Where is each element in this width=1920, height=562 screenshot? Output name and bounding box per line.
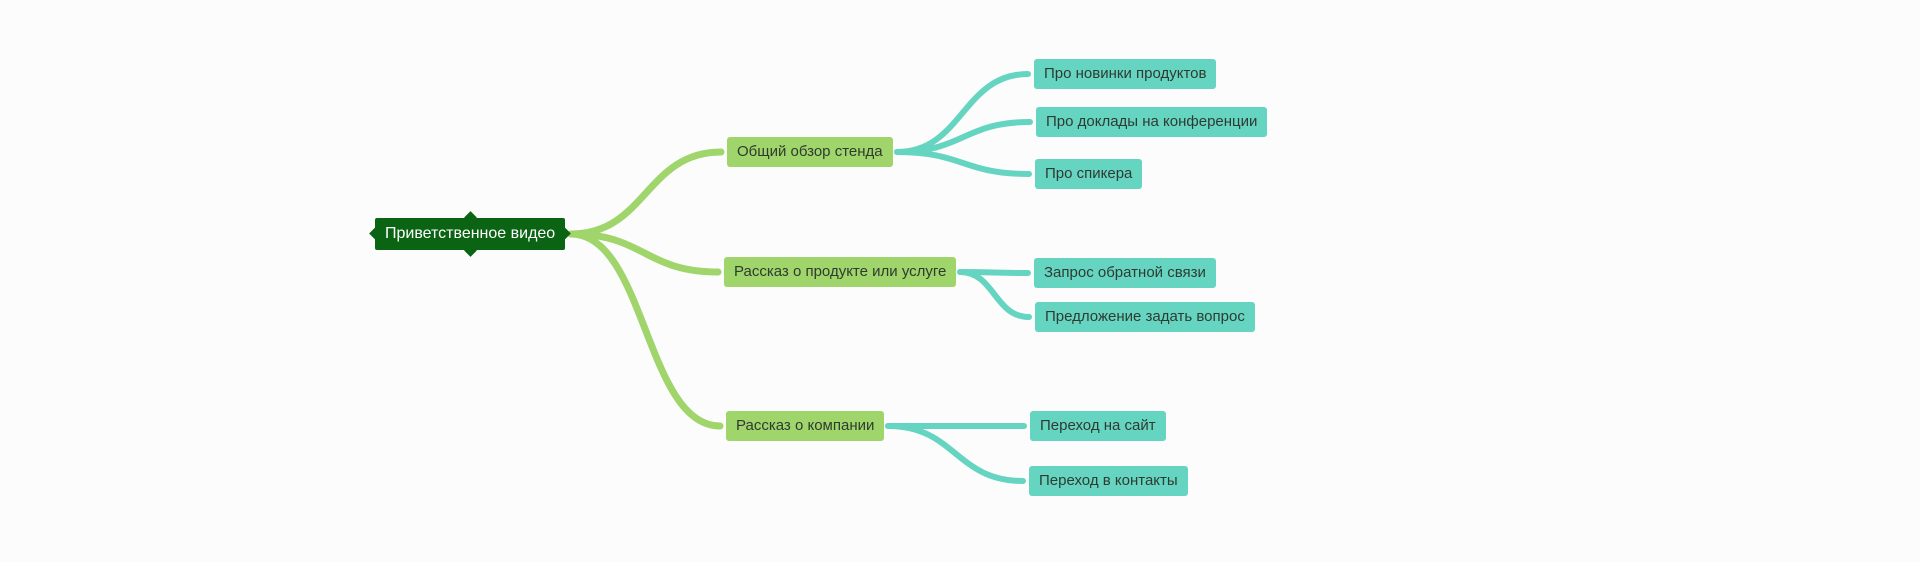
branch-node-product-story[interactable]: Рассказ о продукте или услуге [724,257,957,287]
root-node-label: Приветственное видео [385,225,556,242]
connector-branch-1-to-leaf-1 [957,269,1032,320]
leaf-node-label: Про новинки продуктов [1044,65,1207,82]
branch-node-label: Рассказ о продукте или услуге [734,263,947,280]
leaf-node-product-news[interactable]: Про новинки продуктов [1034,59,1217,89]
connector-root-to-branch-1 [567,230,722,276]
leaf-node-speaker[interactable]: Про спикера [1035,159,1143,189]
leaf-node-label: Про спикера [1045,165,1133,182]
branch-node-label: Общий обзор стенда [737,143,883,160]
branch-node-company-story[interactable]: Рассказ о компании [726,411,885,441]
leaf-node-label: Запрос обратной связи [1044,264,1206,281]
connector-root-to-branch-0 [567,148,725,238]
leaf-node-label: Переход в контакты [1039,472,1178,489]
leaf-node-go-to-contacts[interactable]: Переход в контакты [1029,466,1188,496]
leaf-node-conference-talks[interactable]: Про доклады на конференции [1036,107,1268,137]
connector-root-to-branch-2 [567,230,724,430]
leaf-node-label: Предложение задать вопрос [1045,308,1245,325]
leaf-node-ask-question[interactable]: Предложение задать вопрос [1035,302,1255,332]
leaf-node-label: Переход на сайт [1040,417,1156,434]
leaf-node-go-to-site[interactable]: Переход на сайт [1030,411,1166,441]
branch-node-stand-overview[interactable]: Общий обзор стенда [727,137,893,167]
connector-branch-0-to-leaf-2 [894,149,1032,177]
leaf-node-feedback-request[interactable]: Запрос обратной связи [1034,258,1216,288]
branch-node-label: Рассказ о компании [736,417,875,434]
leaf-node-label: Про доклады на конференции [1046,113,1258,130]
connector-branch-2-to-leaf-1 [885,423,1026,484]
